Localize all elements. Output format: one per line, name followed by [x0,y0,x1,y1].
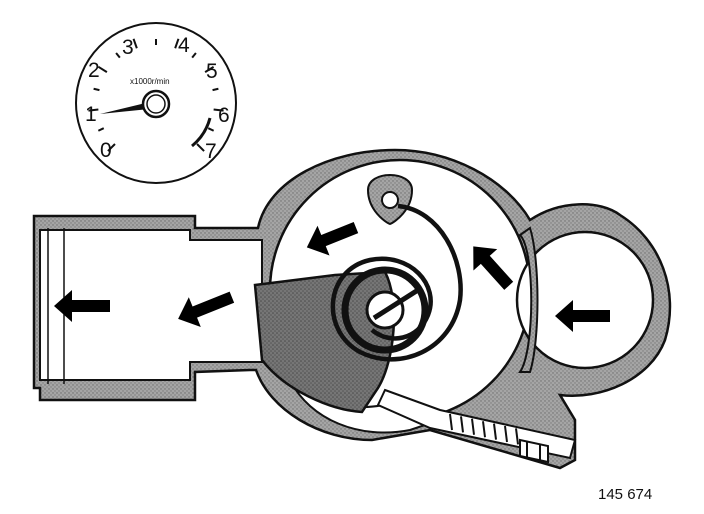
flow-arrow-intake [555,300,610,332]
gauge-unit-label: x1000r/min [130,77,170,86]
intake-chamber [515,230,655,370]
gauge-num-3: 3 [122,36,134,59]
gauge-tick [204,65,215,73]
gauge-tick [196,143,205,152]
gauge-tick [115,52,121,59]
rotary-valve [253,266,429,414]
gauge-tick [97,65,108,73]
heater-tick [471,418,475,435]
bimetal-spiral-spring [330,203,463,362]
gauge-tick [207,127,215,132]
gauge-num-4: 4 [178,34,190,57]
gauge-num-7: 7 [205,140,217,163]
gauge-tick [212,87,219,92]
airflow-arrows [54,221,610,332]
heater-tick [515,428,519,445]
valve-sector [253,270,396,414]
gauge-redline-arc [191,117,212,148]
heater-element [376,388,577,464]
gauge-num-6: 6 [218,104,230,127]
tachometer-gauge: 2 3 4 5 1 6 0 7 x1000r/min [75,22,237,184]
gauge-tick [107,143,116,152]
gauge-tick [93,87,100,92]
gauge-num-5: 5 [206,60,218,83]
figure-number: 145 674 [598,486,652,503]
gauge-tick [213,108,224,112]
gauge-tick [174,38,180,49]
gauge-tick [88,108,99,112]
flow-arrow-chamber-top [306,221,359,256]
valve-shaft-slot [372,287,420,321]
heater-tick [504,425,508,443]
gauge-tick [191,52,197,59]
chamber-web [518,226,539,373]
heater-tick [493,423,497,440]
flow-arrow-bore [178,291,235,327]
gauge-num-1: 1 [85,103,97,126]
flow-arrow-outlet [54,290,110,322]
spring-anchor-hole [381,191,399,209]
gauge-tick [132,38,138,49]
gauge-tick [97,127,105,132]
gauge-num-0: 0 [100,139,112,162]
heater-scale-ticks [449,413,519,445]
gauge-num-2: 2 [88,59,100,82]
gauge-tick-marks [88,38,224,152]
heater-tick [482,421,486,438]
heater-tick [449,413,453,431]
flow-arrow-chamber-right [473,246,514,290]
heater-tick [460,416,464,433]
valve-hub-ring [341,266,429,354]
